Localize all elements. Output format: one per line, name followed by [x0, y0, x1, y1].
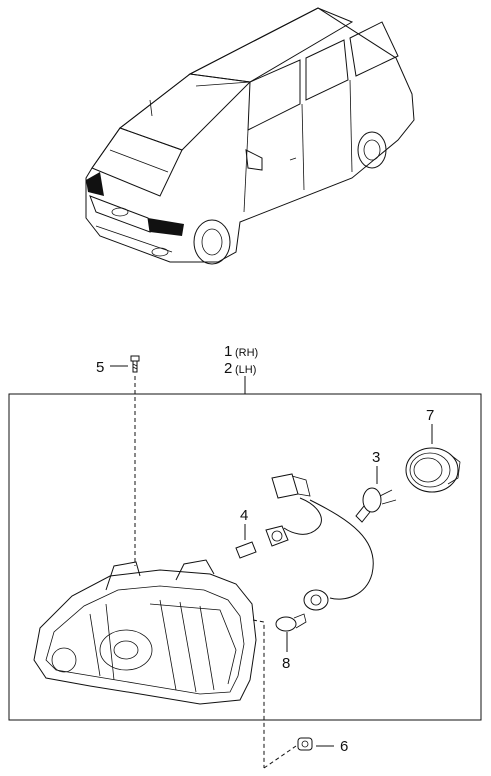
- screw-part: [130, 355, 140, 373]
- vehicle-illustration: [85, 7, 415, 265]
- callout-5: 5: [96, 359, 104, 376]
- callout-1-side: (RH): [235, 347, 258, 359]
- callout-3: 3: [372, 449, 380, 466]
- grommet-part: [297, 737, 313, 751]
- callout-8: 8: [282, 655, 290, 672]
- dust-cover: [405, 447, 461, 493]
- headlamp-housing: [33, 559, 257, 705]
- housing-dashed-guide: [252, 619, 265, 768]
- callout-6: 6: [340, 738, 348, 755]
- wiring-harness: [271, 473, 374, 600]
- bulb-socket-small: [265, 525, 289, 547]
- side-marker-bulb: [235, 541, 257, 559]
- callout-7: 7: [426, 407, 434, 424]
- callout-2-side: (LH): [235, 364, 256, 376]
- callout-1: 1: [224, 343, 232, 360]
- callout-2: 2: [224, 360, 232, 377]
- turn-signal-bulb: [275, 613, 307, 632]
- headlamp-bulb: [355, 487, 397, 523]
- bulb-socket-large: [303, 589, 329, 611]
- callout-4: 4: [240, 507, 248, 524]
- assembly-frame: [8, 393, 482, 721]
- grommet-dashed-guide: [263, 745, 297, 769]
